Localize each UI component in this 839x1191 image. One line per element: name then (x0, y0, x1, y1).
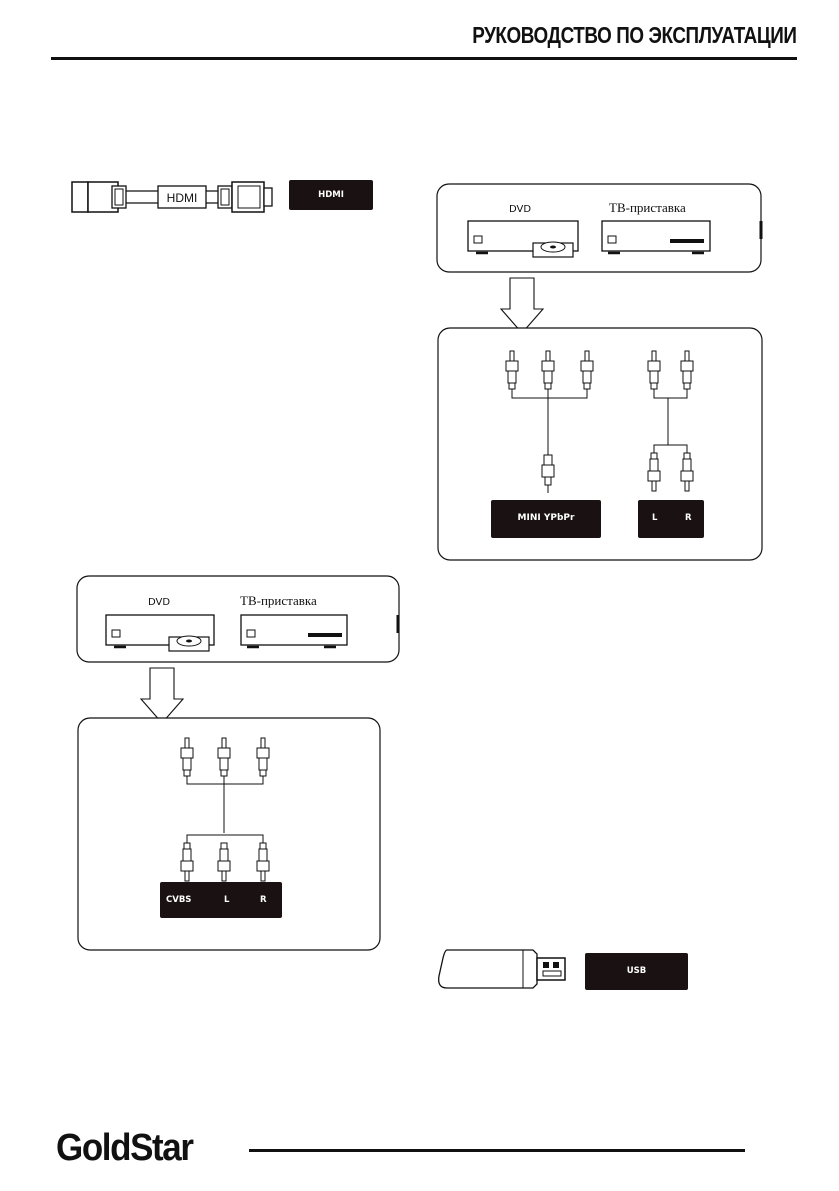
composite-dvd-label: DVD (148, 597, 170, 608)
hdmi-port-label: HDMI (289, 180, 373, 210)
composite-port-label: CVBS L R (160, 882, 282, 918)
composite-connection-diagram: DVD ТВ-приставка (76, 575, 400, 951)
component-connection-diagram: DVD ТВ-приставка (436, 183, 763, 561)
component-audio-port-label: L R (638, 500, 704, 538)
goldstar-logo: GoldStar (56, 1127, 194, 1169)
component-dvd-label: DVD (509, 204, 531, 215)
header-divider (51, 57, 797, 60)
component-stb-label: ТВ-приставка (609, 200, 686, 215)
hdmi-cable-label: HDMI (167, 191, 198, 205)
page-header-title: РУКОВОДСТВО ПО ЭКСПЛУАТАЦИИ (471, 22, 797, 48)
usb-flash-drive-icon (438, 949, 566, 989)
mini-ypbpr-port-label: MINI YPbPr (491, 500, 601, 538)
hdmi-cable-diagram: HDMI (71, 181, 273, 213)
footer-divider (249, 1149, 745, 1152)
usb-port-label: USB (585, 953, 688, 990)
composite-stb-label: ТВ-приставка (240, 593, 317, 608)
